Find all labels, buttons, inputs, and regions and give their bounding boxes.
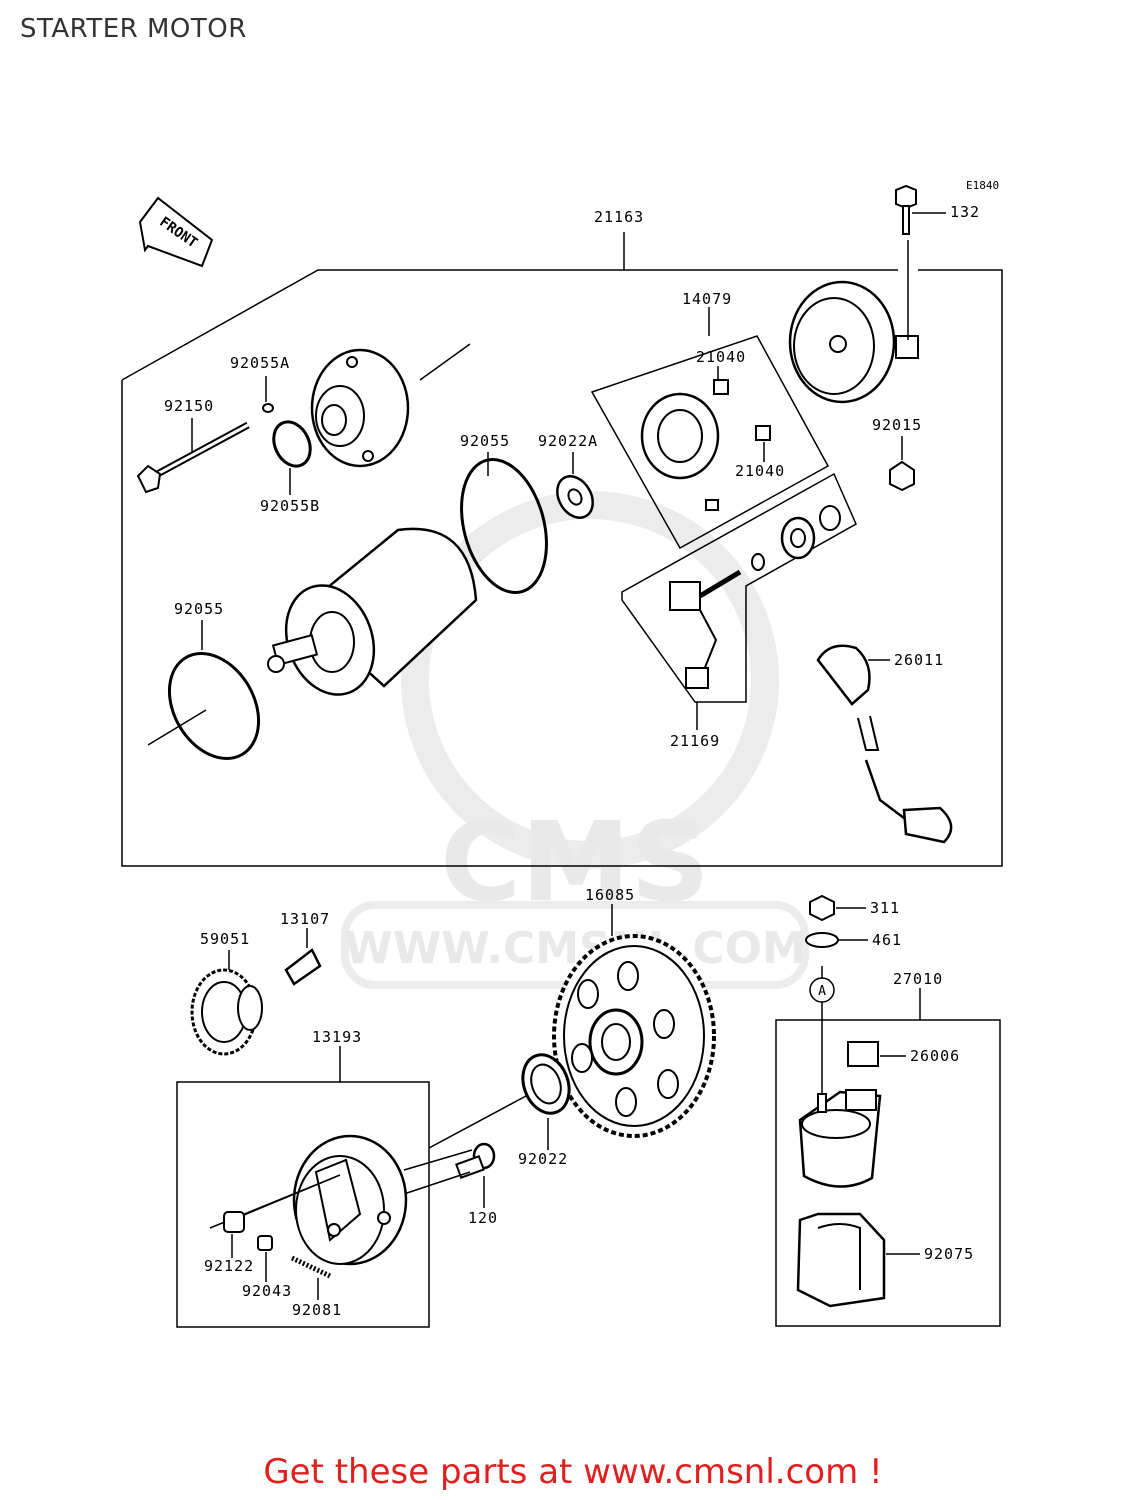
assembly-outline-21163 bbox=[121, 269, 898, 381]
part-label: 92022 bbox=[518, 1150, 568, 1168]
rear-cover bbox=[788, 280, 919, 404]
part-label: 14079 bbox=[682, 290, 732, 308]
reduction-gear bbox=[190, 950, 263, 1056]
part-label: 120 bbox=[468, 1209, 498, 1227]
terminal-outline bbox=[621, 472, 857, 703]
part-label: 92043 bbox=[242, 1282, 292, 1300]
marker-a: A bbox=[818, 984, 826, 999]
part-label: 21163 bbox=[594, 208, 644, 226]
part-label: 92055 bbox=[174, 600, 224, 618]
part-label: 92075 bbox=[924, 1245, 974, 1263]
brush-holder-outline bbox=[590, 335, 830, 550]
part-label: 92150 bbox=[164, 397, 214, 415]
part-label: 92055A bbox=[230, 354, 290, 372]
relay-holder bbox=[796, 1212, 920, 1308]
terminal-cap bbox=[816, 644, 953, 844]
part-label: 59051 bbox=[200, 930, 250, 948]
part-label: 26011 bbox=[894, 651, 944, 669]
bolt-132 bbox=[895, 184, 946, 340]
part-label: 13107 bbox=[280, 910, 330, 928]
terminal-parts bbox=[669, 505, 841, 689]
part-label: 92022A bbox=[538, 432, 598, 450]
part-label: 132 bbox=[950, 203, 980, 221]
footer-cta[interactable]: Get these parts at www.cmsnl.com ! bbox=[263, 1452, 883, 1492]
part-label: 13193 bbox=[312, 1028, 362, 1046]
front-cover bbox=[310, 348, 410, 468]
page-title: STARTER MOTOR bbox=[20, 14, 247, 44]
part-label: 311 bbox=[870, 899, 900, 917]
front-arrow: FRONT bbox=[138, 196, 214, 268]
part-label: 21040 bbox=[696, 348, 746, 366]
part-label: 16085 bbox=[585, 886, 635, 904]
part-label: 21169 bbox=[670, 732, 720, 750]
part-label: 92122 bbox=[204, 1257, 254, 1275]
part-label: 92055 bbox=[460, 432, 510, 450]
watermark: CMS WWW.CMSNL.COM bbox=[341, 491, 809, 989]
one-way-clutch bbox=[292, 1134, 408, 1266]
diagram-code: E1840 bbox=[966, 179, 1000, 192]
part-label: 27010 bbox=[893, 970, 943, 988]
starter-clutch-gear bbox=[552, 904, 716, 1138]
part-label: 92015 bbox=[872, 416, 922, 434]
watermark-url: WWW.CMSNL.COM bbox=[344, 923, 806, 974]
through-bolt bbox=[136, 418, 250, 494]
motor-yoke bbox=[267, 527, 478, 696]
part-label: 92081 bbox=[292, 1301, 342, 1319]
part-label: 21040 bbox=[735, 462, 785, 480]
part-label: 26006 bbox=[910, 1047, 960, 1065]
part-label: 92055B bbox=[260, 497, 320, 515]
clutch-outline-13193 bbox=[176, 1081, 430, 1328]
brush-plate bbox=[640, 392, 720, 511]
relay-outline-27010 bbox=[775, 1019, 1001, 1327]
part-label: 461 bbox=[872, 931, 902, 949]
starter-relay bbox=[798, 1041, 906, 1188]
